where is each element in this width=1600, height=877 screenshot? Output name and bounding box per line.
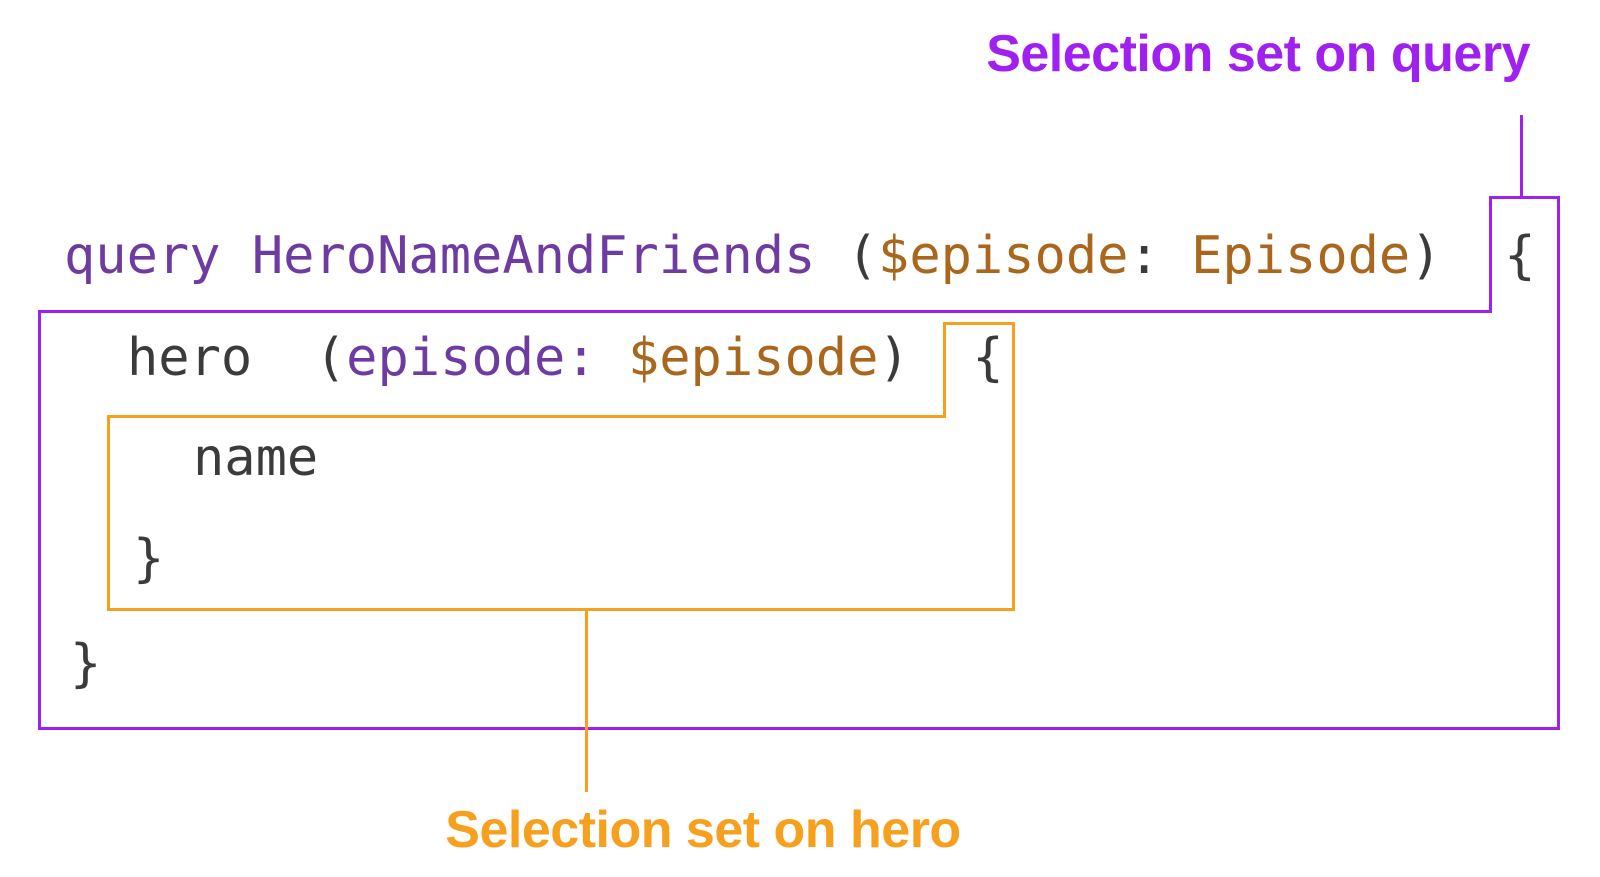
- query-box-bottom-line: [38, 727, 1560, 730]
- hero-box-notch-left-line: [943, 322, 946, 418]
- code-line-name-field: name: [193, 428, 318, 488]
- code-token: [597, 328, 628, 388]
- query-box-left-line: [38, 310, 41, 730]
- code-token: ): [878, 328, 910, 388]
- code-token: HeroNameAndFriends: [251, 226, 816, 286]
- code-token: :: [1128, 226, 1160, 286]
- query-box-notch-left-line: [1489, 196, 1492, 313]
- code-token: $episode: [627, 328, 879, 388]
- code-token: $episode: [878, 226, 1129, 286]
- query-box-right-line: [1557, 196, 1560, 730]
- code-token: }: [133, 529, 165, 589]
- code-token: }: [70, 634, 102, 694]
- code-token: [1160, 226, 1191, 286]
- code-token: episode:: [346, 328, 597, 388]
- code-token: (: [314, 328, 347, 388]
- query-label-connector-line: [1520, 115, 1523, 199]
- code-token: hero: [127, 328, 253, 388]
- code-token: ): [1410, 226, 1442, 286]
- code-token: name: [193, 428, 319, 488]
- hero-box-top-line: [107, 415, 946, 418]
- code-token: query: [64, 226, 221, 286]
- code-token: [221, 226, 252, 286]
- query-box-notch-top-line: [1489, 196, 1560, 199]
- hero-selection-set-label: Selection set on hero: [445, 801, 961, 859]
- code-line-query-close-brace: }: [70, 634, 101, 694]
- code-token: {: [972, 328, 1004, 388]
- query-selection-set-label: Selection set on query: [986, 25, 1530, 83]
- code-token: [252, 328, 315, 388]
- code-token: [910, 328, 973, 388]
- hero-box-notch-top-line: [943, 322, 1015, 325]
- code-token: [1442, 226, 1505, 286]
- code-token: [815, 226, 846, 286]
- query-box-top-line: [38, 310, 1492, 313]
- code-token: (: [846, 226, 879, 286]
- code-line-query-open: query HeroNameAndFriends ($episode: Epis…: [64, 226, 1536, 286]
- hero-box-left-line: [107, 415, 110, 611]
- code-line-hero-close-brace: }: [133, 529, 164, 589]
- code-token: {: [1504, 226, 1536, 286]
- hero-box-right-line: [1012, 322, 1015, 611]
- code-line-hero-open: hero (episode: $episode) {: [127, 328, 1004, 388]
- code-token: Episode: [1191, 226, 1411, 286]
- hero-box-bottom-line: [107, 608, 1015, 611]
- hero-label-connector-line: [585, 611, 588, 792]
